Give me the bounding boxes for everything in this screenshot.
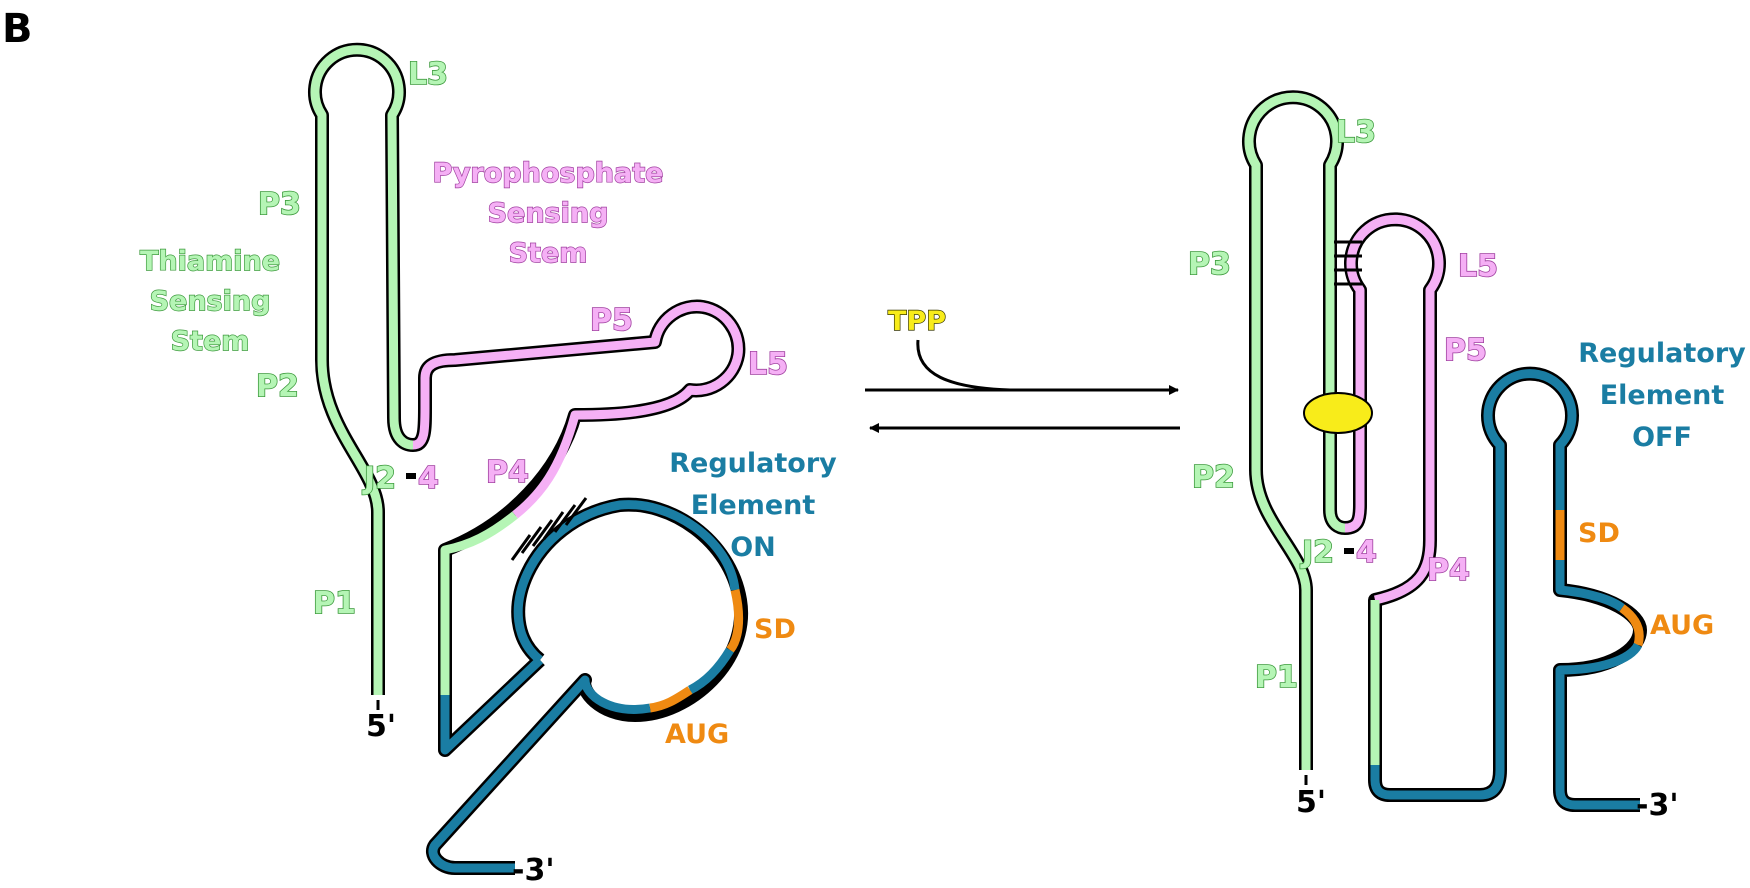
right-P4-label: P4: [1427, 553, 1470, 588]
right-structure: L3 P3 P2 P1 L5 P5 P4 J2 4 Regulatory Ele…: [1187, 90, 1746, 823]
right-three-prime-label: -3': [1636, 788, 1679, 823]
right-regulatory-label: Regulatory Element OFF: [1578, 338, 1746, 453]
right-SD-label: SD: [1578, 518, 1620, 549]
svg-text:Thiamine: Thiamine: [140, 246, 280, 277]
svg-text:Regulatory: Regulatory: [669, 448, 837, 479]
svg-text:4: 4: [1356, 535, 1377, 570]
panel-label: B: [2, 6, 33, 52]
svg-text:J2: J2: [1300, 535, 1334, 570]
svg-text:Sensing: Sensing: [150, 286, 271, 317]
left-basepairs: [510, 497, 588, 561]
left-pyrophosphate-label: Pyrophosphate Sensing Stem: [432, 157, 664, 269]
right-L3-label: L3: [1336, 115, 1376, 150]
left-SD-label: SD: [754, 614, 796, 645]
right-strand-fill: [1244, 92, 1644, 810]
left-L5-label: L5: [748, 347, 788, 382]
tpp-ligand: [1303, 392, 1373, 434]
right-AUG-label: AUG: [1650, 610, 1714, 641]
right-P2-label: P2: [1192, 460, 1235, 495]
tpp-label: TPP: [888, 306, 946, 337]
svg-text:Element: Element: [1600, 380, 1725, 411]
left-P5-label: P5: [590, 303, 633, 338]
tpp-binding-curve: [916, 339, 1011, 392]
svg-text:Sensing: Sensing: [488, 198, 609, 229]
left-structure: L3 P3 P2 P1 Thiamine Sensing Stem Pyroph…: [139, 42, 837, 888]
right-P3-label: P3: [1188, 247, 1231, 282]
right-J2-4-label: J2 4: [1299, 534, 1377, 571]
svg-text:OFF: OFF: [1632, 422, 1692, 453]
svg-text:Element: Element: [691, 490, 816, 521]
left-AUG-label: AUG: [665, 719, 729, 750]
left-P3-label: P3: [258, 187, 301, 222]
left-P2-label: P2: [256, 369, 299, 404]
left-five-prime-label: 5': [366, 709, 396, 744]
svg-text:Regulatory: Regulatory: [1578, 338, 1746, 369]
left-strand-fill: [310, 45, 744, 873]
right-P1-label: P1: [1255, 660, 1298, 695]
left-three-prime-label: -3': [512, 853, 555, 888]
right-L5-label: L5: [1458, 249, 1498, 284]
left-J2-4-label: J2 4: [361, 460, 439, 497]
right-five-prime-label: 5': [1296, 785, 1326, 820]
svg-text:ON: ON: [730, 532, 776, 563]
svg-text:Pyrophosphate: Pyrophosphate: [433, 158, 664, 189]
left-thiamine-label: Thiamine Sensing Stem: [139, 245, 280, 357]
left-L3-label: L3: [408, 57, 448, 92]
left-P4-label: P4: [486, 455, 529, 490]
svg-text:Stem: Stem: [509, 238, 588, 269]
svg-text:4: 4: [418, 461, 439, 496]
left-regulatory-label: Regulatory Element ON: [669, 448, 837, 563]
svg-text:Stem: Stem: [171, 326, 250, 357]
svg-text:J2: J2: [362, 461, 396, 496]
right-P5-label: P5: [1444, 333, 1487, 368]
left-P1-label: P1: [313, 586, 356, 621]
right-basepairs: [1334, 240, 1362, 286]
equilibrium-arrows: TPP: [865, 305, 1180, 433]
